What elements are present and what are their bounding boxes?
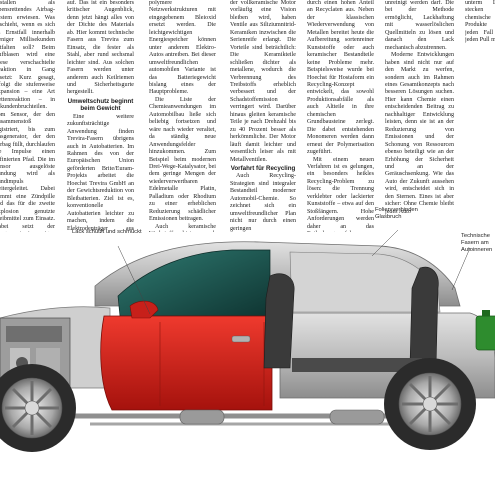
paragraph: polymere Netzwerkstrukturen mit eingegeb… xyxy=(149,0,216,96)
caption-technische: Technische Fasern am Autoinneren xyxy=(461,233,493,253)
text-column-7: unterm Lack stecken chemische Produkte a… xyxy=(465,0,495,232)
paragraph: Eine weitere zukunftsträchtige Anwendung… xyxy=(67,113,134,232)
paragraph: Die Liste der Chemieanwendungen im Autom… xyxy=(149,96,216,223)
paragraph: durch einen hohen Anteil an Recyclaten a… xyxy=(307,0,374,156)
text-column-6: unreinigt werden darf. Die bei der Metho… xyxy=(385,0,454,232)
paragraph: unterm Lack stecken chemische Produkte a… xyxy=(465,0,495,44)
section-heading: Vorfahrt für Recycling xyxy=(230,164,296,172)
text-column-2: auf. Das ist ein besonders kritischer Au… xyxy=(67,0,134,232)
front-seat xyxy=(263,273,295,369)
door-handle xyxy=(231,335,251,343)
catalytic-converter xyxy=(179,409,225,425)
caption-lack: Lack schützt und schmückt xyxy=(72,229,142,235)
leader-lack xyxy=(117,245,151,315)
car-cutaway-illustration xyxy=(0,229,495,452)
caption-folien: Folien verbinden Glasbruch xyxy=(375,207,418,220)
paragraph: der vollkeramische Motor vorläufig eine … xyxy=(230,0,296,163)
muffler xyxy=(329,409,385,425)
leader-folien xyxy=(371,229,399,257)
section-heading: Umweltschutz beginnt beim Gewicht xyxy=(67,97,134,113)
paragraph: stallen als lebensrettendes Airbag-Syste… xyxy=(0,0,55,232)
paragraph: unreinigt werden darf. Die bei der Metho… xyxy=(385,0,454,51)
fuel-canister xyxy=(475,310,495,351)
paragraph: Mit einem neuen Verfahren ist es gelunge… xyxy=(307,156,374,232)
paragraph: auf. Das ist ein besonders kritischer Au… xyxy=(67,0,134,96)
text-column-1: stallen als lebensrettendes Airbag-Syste… xyxy=(0,0,55,232)
text-column-5: durch einen hohen Anteil an Recyclaten a… xyxy=(307,0,374,232)
front-wheel xyxy=(0,364,76,452)
side-mirror xyxy=(129,300,159,319)
red-door-body xyxy=(100,315,273,411)
text-column-4: der vollkeramische Motor vorläufig eine … xyxy=(230,0,296,232)
windshield xyxy=(117,249,271,317)
rear-wheel xyxy=(384,358,476,450)
leader-technische xyxy=(451,247,471,291)
paragraph: Auch keramische Werkstoffe bieten noch e… xyxy=(149,223,216,232)
paragraph: Auch Recycling-Strategien sind integrale… xyxy=(230,173,296,232)
paragraph: Moderne Entwicklungen haben sind nicht n… xyxy=(385,52,454,215)
text-column-3: polymere Netzwerkstrukturen mit eingegeb… xyxy=(149,0,216,232)
rear-seat xyxy=(409,266,439,367)
seat-cushion xyxy=(292,358,422,372)
